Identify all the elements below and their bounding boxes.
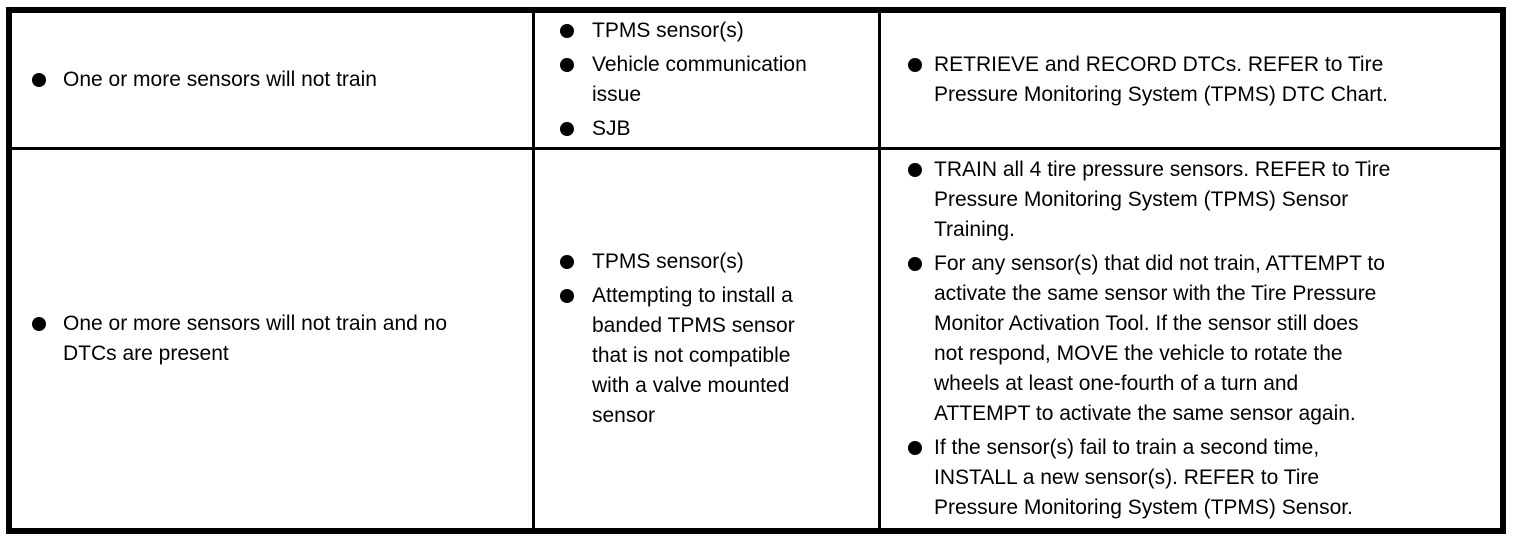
bullet-text: RETRIEVE and RECORD DTCs. REFER to Tire …: [934, 53, 1388, 106]
bullet-text: TPMS sensor(s): [592, 19, 744, 42]
bullet-icon: [560, 58, 574, 72]
list-item: For any sensor(s) that did not train, AT…: [908, 249, 1422, 429]
bullet-text: Vehicle communication issue: [592, 53, 807, 106]
bullet-list: RETRIEVE and RECORD DTCs. REFER to Tire …: [908, 50, 1422, 110]
list-item: Vehicle communication issue: [560, 50, 838, 110]
list-item: Attempting to install a banded TPMS sens…: [560, 281, 838, 431]
bullet-text: If the sensor(s) fail to train a second …: [934, 436, 1353, 519]
list-item: TPMS sensor(s): [560, 16, 838, 46]
bullet-icon: [908, 163, 922, 177]
bullet-text: TRAIN all 4 tire pressure sensors. REFER…: [934, 158, 1391, 241]
bullet-icon: [908, 441, 922, 455]
bullet-icon: [32, 73, 46, 87]
bullet-list: TRAIN all 4 tire pressure sensors. REFER…: [908, 155, 1422, 523]
list-item: SJB: [560, 114, 838, 144]
bullet-icon: [32, 317, 46, 331]
bullet-list: TPMS sensor(s) Attempting to install a b…: [560, 247, 838, 431]
condition-cell-row2: One or more sensors will not train and n…: [12, 150, 532, 528]
possible-sources-cell-row1: TPMS sensor(s) Vehicle communication iss…: [535, 13, 878, 147]
bullet-list: TPMS sensor(s) Vehicle communication iss…: [560, 16, 838, 144]
bullet-text: For any sensor(s) that did not train, AT…: [934, 252, 1385, 425]
bullet-list: One or more sensors will not train: [32, 65, 492, 95]
list-item: TPMS sensor(s): [560, 247, 838, 277]
bullet-list: One or more sensors will not train and n…: [32, 309, 492, 369]
bullet-text: Attempting to install a banded TPMS sens…: [592, 284, 795, 427]
tpms-diagnostic-table: One or more sensors will not train TPMS …: [6, 7, 1506, 534]
action-cell-row2: TRAIN all 4 tire pressure sensors. REFER…: [881, 150, 1500, 528]
bullet-icon: [560, 24, 574, 38]
bullet-icon: [908, 257, 922, 271]
list-item: If the sensor(s) fail to train a second …: [908, 433, 1422, 523]
bullet-icon: [560, 289, 574, 303]
bullet-text: SJB: [592, 117, 631, 140]
bullet-icon: [908, 58, 922, 72]
list-item: RETRIEVE and RECORD DTCs. REFER to Tire …: [908, 50, 1422, 110]
condition-cell-row1: One or more sensors will not train: [12, 13, 532, 147]
bullet-text: One or more sensors will not train: [63, 68, 377, 91]
bullet-text: One or more sensors will not train and n…: [63, 312, 448, 365]
list-item: One or more sensors will not train and n…: [32, 309, 492, 369]
possible-sources-cell-row2: TPMS sensor(s) Attempting to install a b…: [535, 150, 878, 528]
bullet-icon: [560, 255, 574, 269]
bullet-text: TPMS sensor(s): [592, 250, 744, 273]
action-cell-row1: RETRIEVE and RECORD DTCs. REFER to Tire …: [881, 13, 1500, 147]
list-item: One or more sensors will not train: [32, 65, 492, 95]
list-item: TRAIN all 4 tire pressure sensors. REFER…: [908, 155, 1422, 245]
bullet-icon: [560, 122, 574, 136]
